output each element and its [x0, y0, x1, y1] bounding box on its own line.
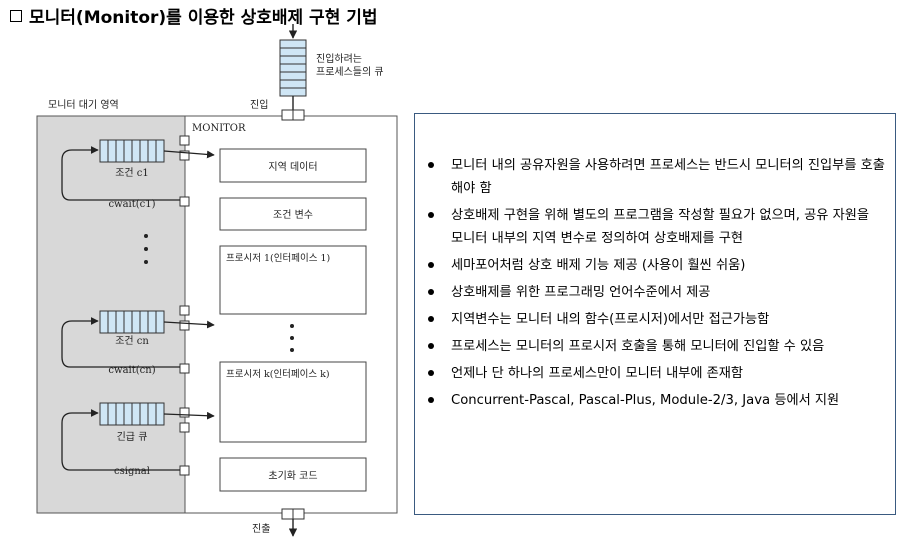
list-item: 프로세스는 모니터의 프로시저 호출을 통해 모니터에 진입할 수 있음 — [428, 335, 885, 358]
entry-queue — [279, 24, 307, 110]
cwait-c1-label: cwait(c1) — [108, 199, 155, 210]
urgent-queue-label: 긴급 큐 — [117, 431, 148, 443]
exit-label: 진출 — [252, 523, 270, 535]
procedure-1-text: 프로시저 1(인터페이스 1) — [226, 253, 330, 264]
condition-c1-queue — [61, 139, 215, 201]
bullet-list: 모니터 내의 공유자원을 사용하려면 프로세스는 반드시 모니터의 진입부를 호… — [415, 114, 895, 412]
init-code-box — [219, 457, 367, 492]
condition-variables-text: 조건 변수 — [273, 209, 313, 221]
list-item: 세마포어처럼 상호 배제 기능 제공 (사용이 훨씬 쉬움) — [428, 254, 885, 277]
csignal-label: csignal — [114, 466, 150, 477]
list-item: 모니터 내의 공유자원을 사용하려면 프로세스는 반드시 모니터의 진입부를 호… — [428, 154, 885, 200]
condition-cn-queue — [61, 310, 215, 368]
entry-queue-label-1: 진입하려는 — [316, 52, 362, 65]
condition-variables-box — [219, 197, 367, 231]
cond-c1-label: 조건 c1 — [115, 167, 149, 179]
entry-label: 진입 — [250, 98, 268, 111]
procedure-k-box — [219, 361, 367, 443]
border-gates — [179, 135, 190, 476]
list-item: 언제나 단 하나의 프로세스만이 모니터 내부에 존재함 — [428, 362, 885, 385]
page-title: 모니터(Monitor)를 이용한 상호배제 구현 기법 — [10, 3, 378, 28]
entry-queue-label-2: 프로세스들의 큐 — [316, 66, 384, 78]
procedure-k-text: 프로시저 k(인터페이스 k) — [226, 369, 330, 380]
init-code-text: 초기화 코드 — [268, 470, 317, 482]
list-item: Concurrent-Pascal, Pascal-Plus, Module-2… — [428, 389, 885, 412]
info-panel: 모니터 내의 공유자원을 사용하려면 프로세스는 반드시 모니터의 진입부를 호… — [414, 113, 896, 515]
list-item: 지역변수는 모니터 내의 함수(프로시저)에서만 접근가능함 — [428, 308, 885, 331]
urgent-queue — [61, 402, 215, 471]
local-data-text: 지역 데이터 — [268, 161, 317, 173]
local-data-box — [219, 148, 367, 183]
procedure-1-box — [219, 245, 367, 315]
page-title-text: 모니터(Monitor)를 이용한 상호배제 구현 기법 — [29, 8, 378, 28]
cond-cn-label: 조건 cn — [115, 335, 149, 347]
list-item: 상호배제를 위한 프로그래밍 언어수준에서 제공 — [428, 281, 885, 304]
waiting-area-label: 모니터 대기 영역 — [48, 99, 119, 111]
checkbox-bullet-icon — [10, 10, 22, 22]
monitor-label: MONITOR — [192, 123, 246, 134]
list-item: 상호배제 구현을 위해 별도의 프로그램을 작성할 필요가 없으며, 공유 자원… — [428, 204, 885, 250]
cwait-cn-label: cwait(cn) — [108, 365, 155, 376]
